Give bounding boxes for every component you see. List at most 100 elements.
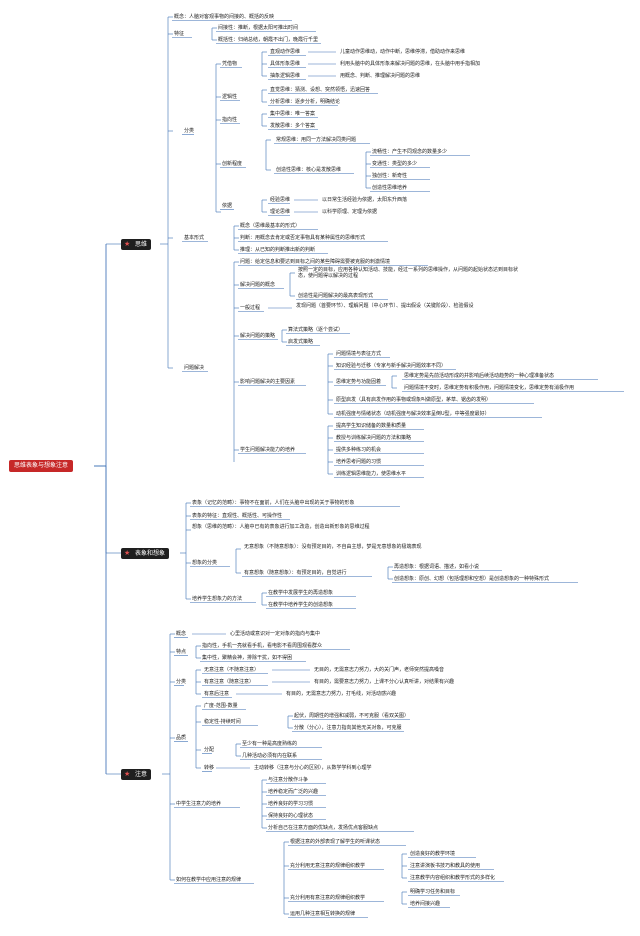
node-cultivate: 培养学生想象力的方法 [192, 596, 243, 602]
node-imagination: 想象（思维的范畴）：人脑中已有的表象进行加工改造，创造出新形象的思维过程 [192, 524, 370, 530]
node-item: 培养稳定而广泛的兴趣 [268, 789, 319, 795]
node-item: 直观动作思维 [270, 49, 301, 55]
node-basic-form: 基本形式 [184, 235, 205, 241]
node-item: 一般过程 [240, 305, 261, 311]
node-creative: 创造性思维：核心是发散思维 [276, 167, 342, 173]
node-medium: 凭借物 [222, 61, 238, 67]
node-label: 问题：给定信息和要达到目标之间的某些障碍需要被克服的刺激情境 [240, 259, 391, 265]
node-label: 概括性：归纳总结，朝霞不出门，晚霞行千里 [218, 37, 319, 43]
node-item: 无意想象（不随意想象）：没有预定目的，不自由主想，梦是无意想象的极端表现 [244, 544, 422, 550]
node-label: 思维定势是先前活动形成的并影响后续活动趋势的一种心理准备状态 [404, 373, 555, 379]
node-label: 运用几种注意相互转换的规律 [290, 911, 356, 917]
node-label: 再造想象：根据词语、描述，如看小说 [394, 564, 480, 570]
node-label: 广度-范围-数量 [204, 703, 238, 709]
node-item: 变通性：类型的多少 [372, 161, 418, 167]
branch-label: 注意 [135, 771, 148, 778]
node-label: 创造性是问题解决的最高表现形式 [298, 293, 374, 299]
node-label: 判断：用概念去肯定或否定事物具有某种属性的思维形式 [240, 235, 366, 241]
branch-attention: ★注意 [121, 769, 152, 780]
node-label: 常规思维：用同一方法解决同类问题 [276, 137, 357, 143]
node-item: 具体形象思维 [270, 61, 301, 67]
node-note: 心里活动或意识对一定对象的指向与集中 [230, 631, 321, 637]
node-item: 无意注意（不随意注意） [204, 667, 260, 673]
node-item: 稳定性-持续时间 [204, 719, 241, 725]
node-label: 推理：从已知的判断推出新的判断 [240, 247, 316, 253]
branch-thinking: ★ 思维 [121, 239, 152, 250]
root-node: 思维表象与想象注意 [9, 460, 74, 472]
node-note: 以日常生活经验为依据，太阳东升西落 [322, 197, 408, 203]
node-item: 创造性思维培养 [372, 185, 408, 191]
node-item: 解决问题的策略 [240, 333, 276, 339]
node-innovation: 创新程度 [222, 161, 243, 167]
node-label: 分析思维：逐步分析，明确结论 [270, 99, 341, 105]
node-label: 问题情境不变时，思维定势有积极作用，问题情境变化，思维定势有消极作用 [404, 385, 575, 391]
branch-label: 思维 [135, 241, 148, 248]
node-note: 以科学原理、定理为依据 [322, 209, 378, 215]
node-item: 有意注意（随意注意） [204, 679, 255, 685]
node-item: 有意想象（随意想象）：有预定目的，自觉进行 [244, 570, 347, 576]
node-label: 算法式策略（逐个尝试） [288, 327, 344, 333]
node-item: 教授与训练解决问题的方法和策略 [336, 435, 412, 441]
node-item: 转移 [204, 765, 215, 771]
node-teaching: 如何在教学中应用注意的规律 [176, 877, 242, 883]
node-label: 创造良好的教学环境 [410, 851, 456, 857]
node-item: 保持良好的心理状态 [268, 813, 314, 819]
node-classify: 分类 [176, 679, 187, 685]
node-basis: 依据 [222, 203, 233, 209]
node-item: 充分利用有意注意的规律组织教学 [290, 895, 366, 901]
node-label: 根据注意的外部表现了解学生的听课状态 [290, 839, 381, 845]
node-label: 原型启发（具有启发作用的事物或现象叫做原型，茅草、锯齿的发明） [336, 397, 492, 403]
node-classify: 分类 [184, 128, 195, 134]
node-feature: 特征 [174, 31, 185, 37]
node-item: 提高学生知识储备的数量和质量 [336, 423, 407, 429]
node-logic: 逻辑性 [222, 94, 238, 100]
node-label: 至少有一种是高度熟练的 [242, 741, 298, 747]
node-item: 经验思维 [270, 197, 291, 203]
node-direction: 指向性 [222, 117, 238, 123]
node-note: 儿童动作思维动，动作中断，思维停滞，借助动作来思维 [340, 49, 466, 55]
node-item: 培养良好的学习习惯 [268, 801, 314, 807]
node-label: 表象（记忆的范畴）：事物不在面前，人们在头脑中出现的关于事物的形象 [192, 500, 355, 506]
star-icon: ★ [124, 240, 131, 248]
node-label: 培养间接兴趣 [410, 901, 441, 907]
node-label: 表象的特征：直观性、概括性、可操作性 [192, 513, 283, 519]
node-label: 问题情境与表征方式 [336, 351, 382, 357]
node-item: 影响问题解决的主要因素 [240, 379, 296, 385]
node-problem-solving: 问题解决 [184, 365, 205, 371]
node-note: 有目的，需要意志力努力，上课不分心认真听讲，对结果有兴趣 [314, 679, 455, 685]
node-label: 动机强度与情绪状态（动机强度与解决效率呈倒U型，中等强度最好） [336, 411, 490, 417]
node-label: 几种活动必须有内在联系 [242, 753, 298, 759]
node-label: 知识经验与迁移（专家与新手解决问题效率不同） [336, 363, 447, 369]
node-label: 注意讲演板书技巧和教具的使用 [410, 863, 481, 869]
node-note: 有目的，无需意志力努力，打毛线，对活动感兴趣 [286, 691, 397, 697]
node-feature: 特点 [176, 649, 187, 655]
node-item: 有意后注意 [204, 691, 230, 697]
node-item: 培养思考问题的习惯 [336, 459, 382, 465]
node-label: 明确学习任务和目标 [410, 889, 456, 895]
node-item: 分析自己在注意方面的优缺点，发扬优点客服缺点 [268, 825, 379, 831]
node-label: 指向性，手机一亮就看手机，看电影不看周围观看群众 [202, 643, 323, 649]
node-label: 集中性，聚精会神，排除干扰，如不得困 [202, 655, 293, 661]
node-item: 抽象逻辑思维 [270, 73, 301, 79]
node-item: 与注意分散作斗争 [268, 777, 309, 783]
node-item: 流畅性：产生不同观念的数量多少 [372, 149, 448, 155]
node-label: 概念（思维最基本的形式） [240, 223, 301, 229]
node-item: 分配 [204, 747, 215, 753]
node-note: 利用头脑中的具体形象来解决问题的思维，在头脑中用手指相加 [340, 61, 481, 67]
node-item: 独创性：新奇性 [372, 173, 408, 179]
node-note: 按照一定的目标，应用各种认知活动、技能，经过一系列的思维操作，从问题的起始状态达… [298, 267, 519, 279]
node-label: 创造想象：原创、幻想（包括理想和空想）是创造想象的一种特殊形式 [394, 576, 550, 582]
node-label: 间接性：推断，根据太阳可推出时间 [218, 25, 299, 31]
node-item: 提供多种练习的机会 [336, 447, 382, 453]
node-label: 起伏，周期性的增强和减弱，不可克服（看双关图） [294, 713, 410, 719]
node-item: 学生问题解决能力的培养 [240, 447, 296, 453]
node-item: 训练逻辑思维能力，使思维水平 [336, 471, 407, 477]
node-label: 集中思维：唯一答案 [270, 111, 316, 117]
node-concept: 概念 [176, 631, 187, 637]
star-icon: ★ [124, 549, 131, 557]
node-item: 理论思维 [270, 209, 291, 215]
node-item: 充分利用无意注意的规律组织教学 [290, 863, 366, 869]
node-note: 用概念、判断、推理解决问题的思维 [340, 73, 421, 79]
